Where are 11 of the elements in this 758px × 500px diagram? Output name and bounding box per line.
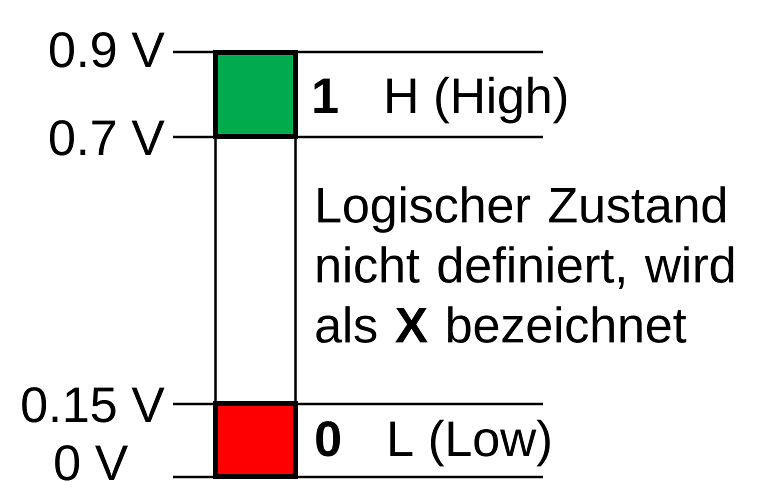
voltage-label: 0 V: [55, 445, 128, 480]
low-level-bar: [213, 401, 298, 479]
logic-value: 1: [314, 78, 338, 113]
level-name: H (High): [387, 76, 566, 124]
description-text: Logischer Zustand nicht definiert, wird als X bezeichnet: [316, 186, 734, 343]
voltage-label: 0.7 V: [50, 120, 165, 156]
level-name: L (Low): [390, 420, 550, 466]
voltage-label: 0.9 V: [50, 32, 165, 68]
voltage-label: 0.15 V: [22, 387, 165, 422]
high-level-bar: [213, 50, 298, 139]
logic-value: 0: [316, 421, 340, 456]
